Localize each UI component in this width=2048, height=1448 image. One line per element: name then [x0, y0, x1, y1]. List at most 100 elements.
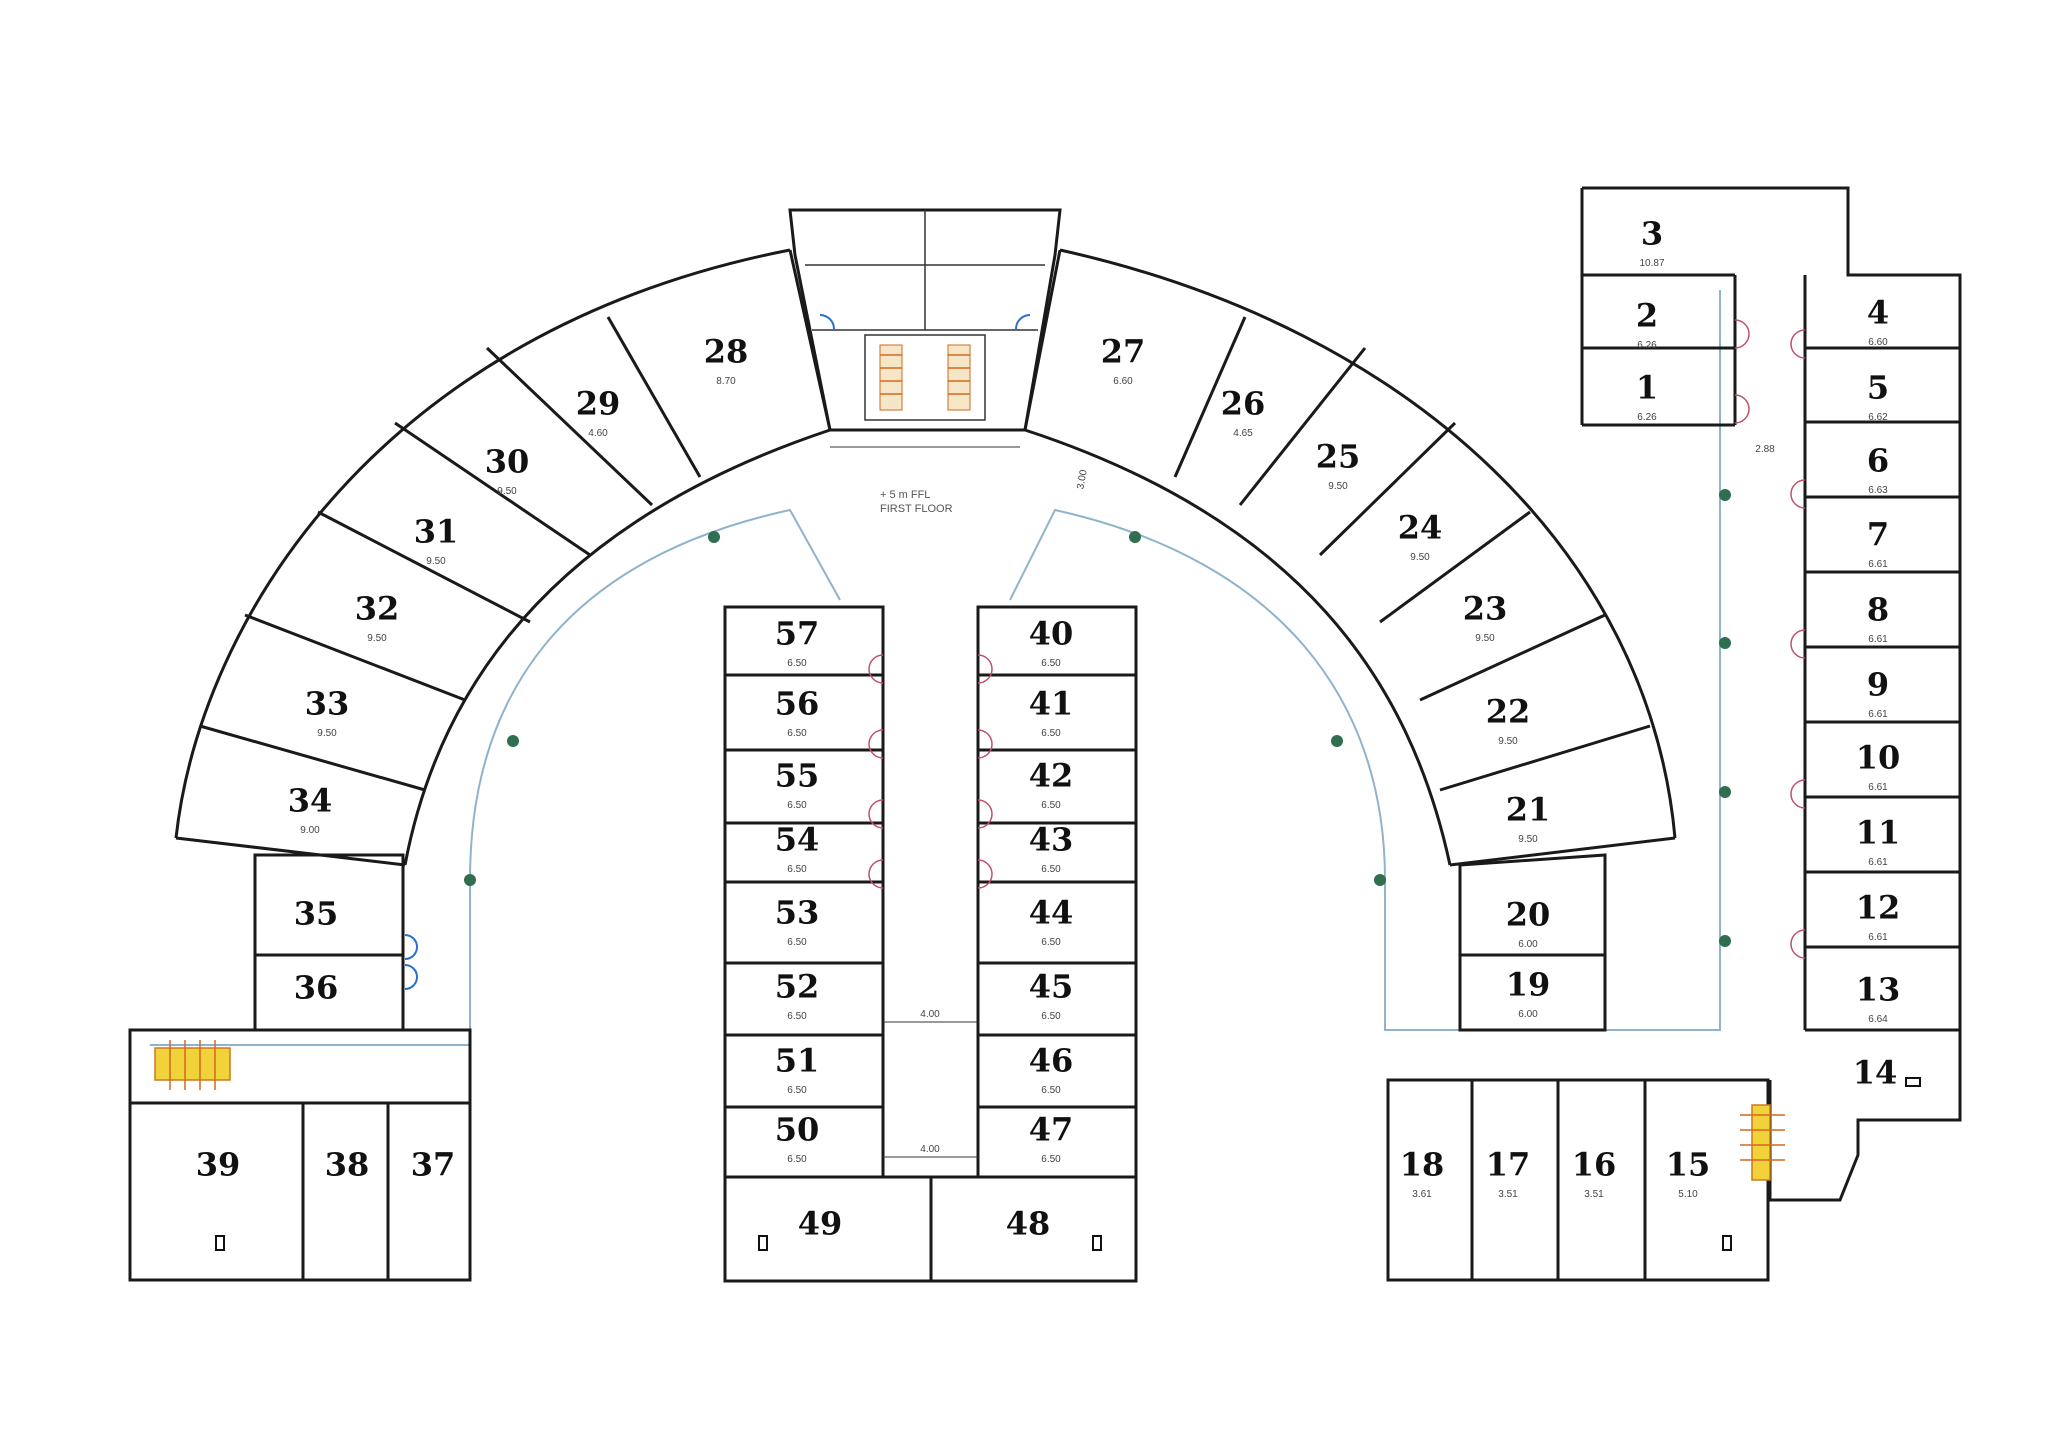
room-number-29: 29: [576, 385, 621, 423]
room-number-3: 3: [1641, 215, 1663, 253]
room-number-9: 9: [1867, 666, 1889, 704]
room-dimension-43: 6.50: [1041, 864, 1061, 875]
top-core: [788, 208, 1062, 448]
room-number-12: 12: [1856, 889, 1901, 927]
room-number-1: 1: [1636, 369, 1658, 407]
room-number-54: 54: [775, 821, 820, 859]
room-number-55: 55: [775, 757, 820, 795]
room-number-47: 47: [1029, 1111, 1074, 1149]
room-dimension-12: 6.61: [1868, 932, 1888, 943]
right-corridor-width: 2.88: [1755, 444, 1775, 455]
room-number-15: 15: [1666, 1146, 1711, 1184]
room-dimension-3: 10.87: [1639, 258, 1664, 269]
room-dimension-56: 6.50: [787, 728, 807, 739]
room-dimension-2: 6.26: [1637, 340, 1657, 351]
room-number-28: 28: [704, 333, 749, 371]
room-dimension-6: 6.63: [1868, 485, 1888, 496]
doors: [404, 314, 1806, 990]
room-number-2: 2: [1636, 297, 1658, 335]
room-dimension-45: 6.50: [1041, 1011, 1061, 1022]
room-number-35: 35: [294, 895, 339, 933]
room-number-56: 56: [775, 685, 820, 723]
room-number-25: 25: [1316, 438, 1361, 476]
arc-partitions-left: [175, 249, 832, 867]
top-stair-icon: [879, 344, 971, 411]
room-number-45: 45: [1029, 968, 1074, 1006]
room-dimension-9: 6.61: [1868, 709, 1888, 720]
room-dimension-27: 6.60: [1113, 376, 1133, 387]
room-dimension-47: 6.50: [1041, 1154, 1061, 1165]
room-number-33: 33: [305, 685, 350, 723]
room-dimension-42: 6.50: [1041, 800, 1061, 811]
level-label: + 5 m FFL: [880, 489, 930, 501]
room-dimension-20: 6.00: [1518, 939, 1538, 950]
room-dimension-1: 6.26: [1637, 412, 1657, 423]
room-dimension-40: 6.50: [1041, 658, 1061, 669]
room-dimension-24: 9.50: [1410, 552, 1430, 563]
room-number-21: 21: [1506, 791, 1551, 829]
room-dimension-5: 6.62: [1868, 412, 1888, 423]
arc-inner-wall-right: [1024, 428, 1452, 866]
room-number-14: 14: [1853, 1054, 1898, 1092]
room-dimension-53: 6.50: [787, 937, 807, 948]
corridor-path-arc: [469, 508, 841, 1055]
room-dimension-4: 6.60: [1868, 337, 1888, 348]
room-number-24: 24: [1398, 509, 1443, 547]
room-dimension-29: 4.60: [588, 428, 608, 439]
room-number-8: 8: [1867, 591, 1889, 629]
room-dimension-10: 6.61: [1868, 782, 1888, 793]
room-number-17: 17: [1486, 1146, 1531, 1184]
room-dimension-52: 6.50: [787, 1011, 807, 1022]
room-dimension-50: 6.50: [787, 1154, 807, 1165]
room-number-19: 19: [1506, 966, 1551, 1004]
center-corridor-width: 4.00: [920, 1009, 940, 1020]
room-number-4: 4: [1867, 294, 1889, 332]
room-dimension-28: 8.70: [716, 376, 736, 387]
room-number-5: 5: [1867, 369, 1889, 407]
arc-inner-wall-left: [403, 428, 831, 866]
room-dimension-32: 9.50: [367, 633, 387, 644]
room-number-38: 38: [325, 1146, 370, 1184]
room-dimension-23: 9.50: [1475, 633, 1495, 644]
room-number-31: 31: [414, 513, 459, 551]
room-number-27: 27: [1101, 333, 1146, 371]
room-dimension-17: 3.51: [1498, 1189, 1518, 1200]
central-block: [723, 605, 1138, 1283]
room-number-18: 18: [1400, 1146, 1445, 1184]
room-number-37: 37: [411, 1146, 456, 1184]
room-dimension-51: 6.50: [787, 1085, 807, 1096]
room-number-30: 30: [485, 443, 530, 481]
room-number-52: 52: [775, 968, 820, 1006]
room-number-42: 42: [1029, 757, 1074, 795]
room-dimension-26: 4.65: [1233, 428, 1253, 439]
room-dimension-8: 6.61: [1868, 634, 1888, 645]
room-dimension-46: 6.50: [1041, 1085, 1061, 1096]
room-number-34: 34: [288, 782, 333, 820]
room-dimension-41: 6.50: [1041, 728, 1061, 739]
room-dimension-21: 9.50: [1518, 834, 1538, 845]
room-number-46: 46: [1029, 1042, 1074, 1080]
room-number-43: 43: [1029, 821, 1074, 859]
room-number-26: 26: [1221, 385, 1266, 423]
room-number-36: 36: [294, 969, 339, 1007]
room-dimension-31: 9.50: [426, 556, 446, 567]
room-number-10: 10: [1856, 739, 1901, 777]
corridor-width-label: 3.00: [1075, 469, 1089, 491]
room-number-32: 32: [355, 590, 400, 628]
room-number-57: 57: [775, 615, 820, 653]
room-number-20: 20: [1506, 896, 1551, 934]
room-number-13: 13: [1856, 971, 1901, 1009]
arc-outer-wall-right: [1059, 248, 1677, 839]
corridor-nodes: [464, 489, 1731, 947]
room-dimension-15: 5.10: [1678, 1189, 1698, 1200]
room-number-44: 44: [1029, 894, 1074, 932]
arc-outer-wall-left: [174, 248, 791, 839]
room-dimension-7: 6.61: [1868, 559, 1888, 570]
room-dimension-22: 9.50: [1498, 736, 1518, 747]
room-number-16: 16: [1572, 1146, 1617, 1184]
room-number-39: 39: [196, 1146, 241, 1184]
room-number-23: 23: [1463, 590, 1508, 628]
room-number-40: 40: [1029, 615, 1074, 653]
room-dimension-18: 3.61: [1412, 1189, 1432, 1200]
room-number-49: 49: [798, 1205, 843, 1243]
